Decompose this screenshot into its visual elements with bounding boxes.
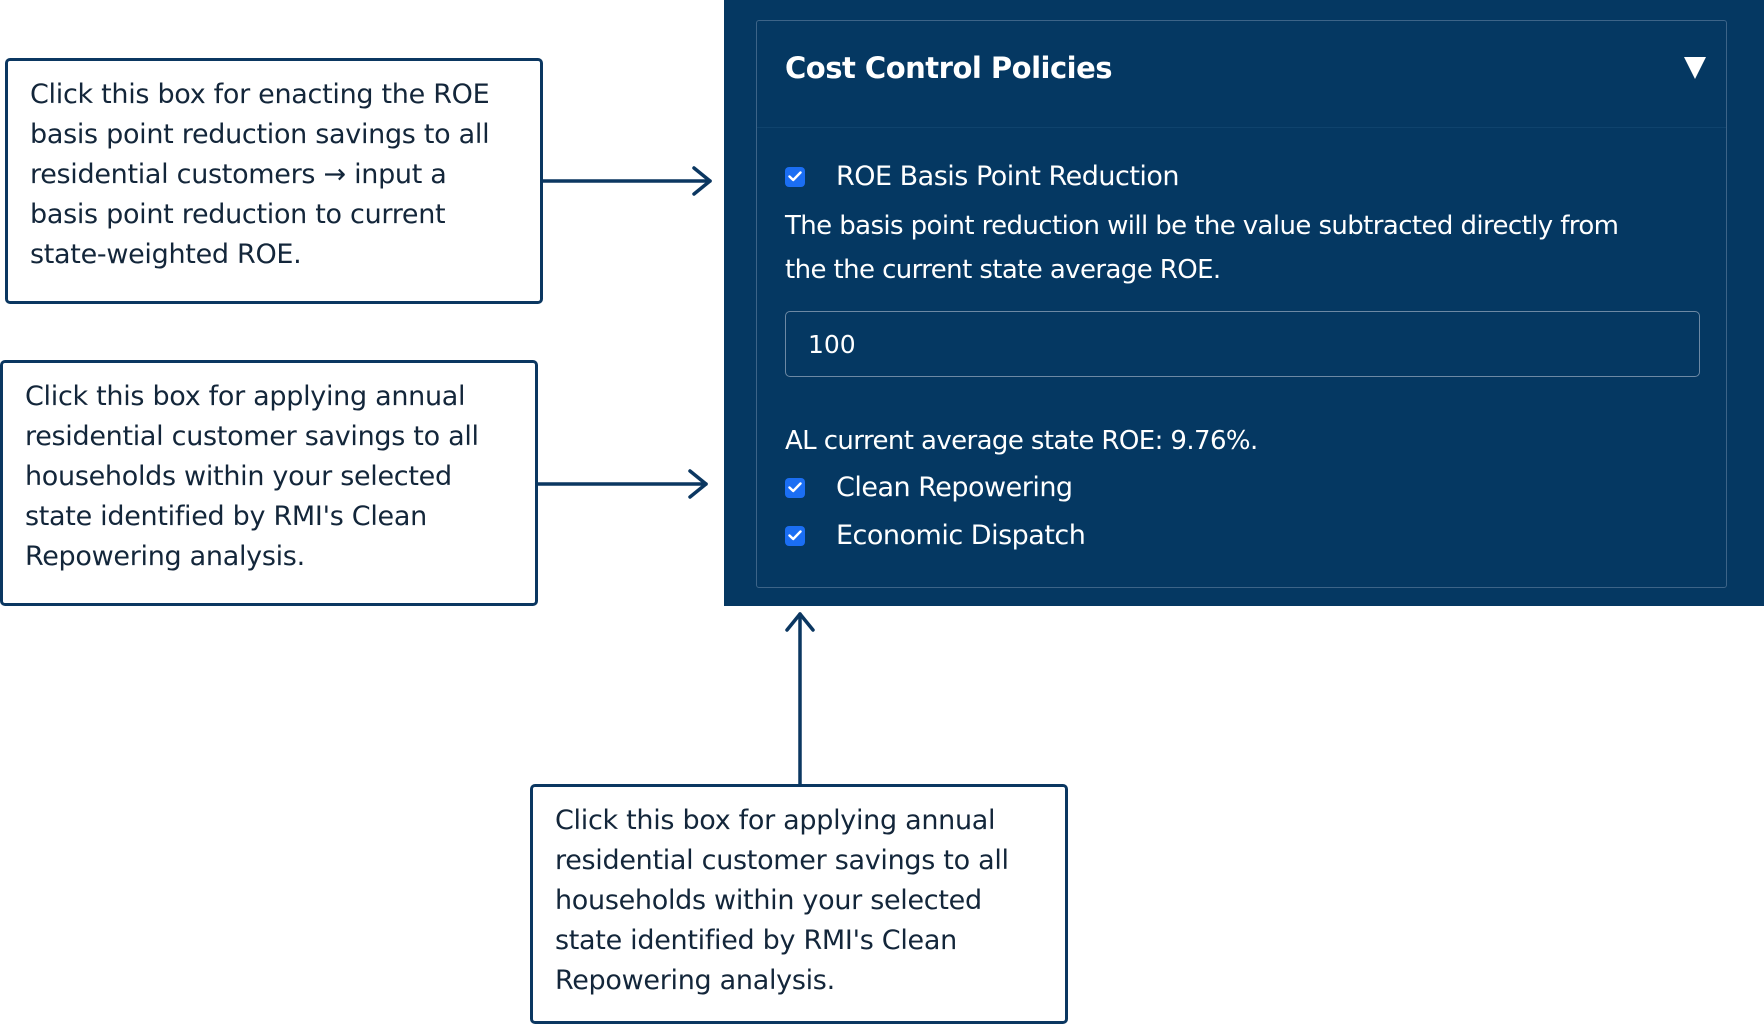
roe-checkbox[interactable] [785, 166, 805, 187]
economic-dispatch-checkbox-row[interactable]: Economic Dispatch [785, 520, 1086, 551]
clean-repowering-checkbox[interactable] [785, 477, 805, 498]
app-panel: Cost Control Policies ROE Basis Point Re… [724, 0, 1764, 606]
roe-checkbox-row[interactable]: ROE Basis Point Reduction [785, 161, 1180, 192]
clean-repowering-checkbox-row[interactable]: Clean Repowering [785, 472, 1073, 503]
clean-repowering-label: Clean Repowering [836, 472, 1073, 503]
checkmark-icon [788, 530, 802, 541]
state-roe-text: AL current average state ROE: 9.76%. [785, 426, 1258, 456]
expander-header[interactable]: Cost Control Policies [757, 21, 1726, 128]
triangle-down-icon[interactable] [1684, 57, 1706, 79]
economic-dispatch-label: Economic Dispatch [836, 520, 1086, 551]
callout-clean-repowering: Click this box for applying annual resid… [0, 360, 538, 606]
checkmark-icon [788, 482, 802, 493]
expander-title: Cost Control Policies [785, 51, 1113, 85]
callout-economic-dispatch: Click this box for applying annual resid… [530, 784, 1068, 1024]
arrow-economic-dispatch [785, 612, 815, 786]
economic-dispatch-checkbox[interactable] [785, 525, 805, 546]
arrow-clean-repowering [536, 469, 708, 499]
cost-control-expander: Cost Control Policies ROE Basis Point Re… [756, 20, 1727, 588]
basis-point-input[interactable] [785, 311, 1700, 377]
callout-roe: Click this box for enacting the ROE basi… [5, 58, 543, 304]
roe-description: The basis point reduction will be the va… [785, 211, 1619, 285]
roe-checkbox-label: ROE Basis Point Reduction [836, 161, 1180, 192]
arrow-roe [541, 166, 712, 196]
checkmark-icon [788, 171, 802, 182]
